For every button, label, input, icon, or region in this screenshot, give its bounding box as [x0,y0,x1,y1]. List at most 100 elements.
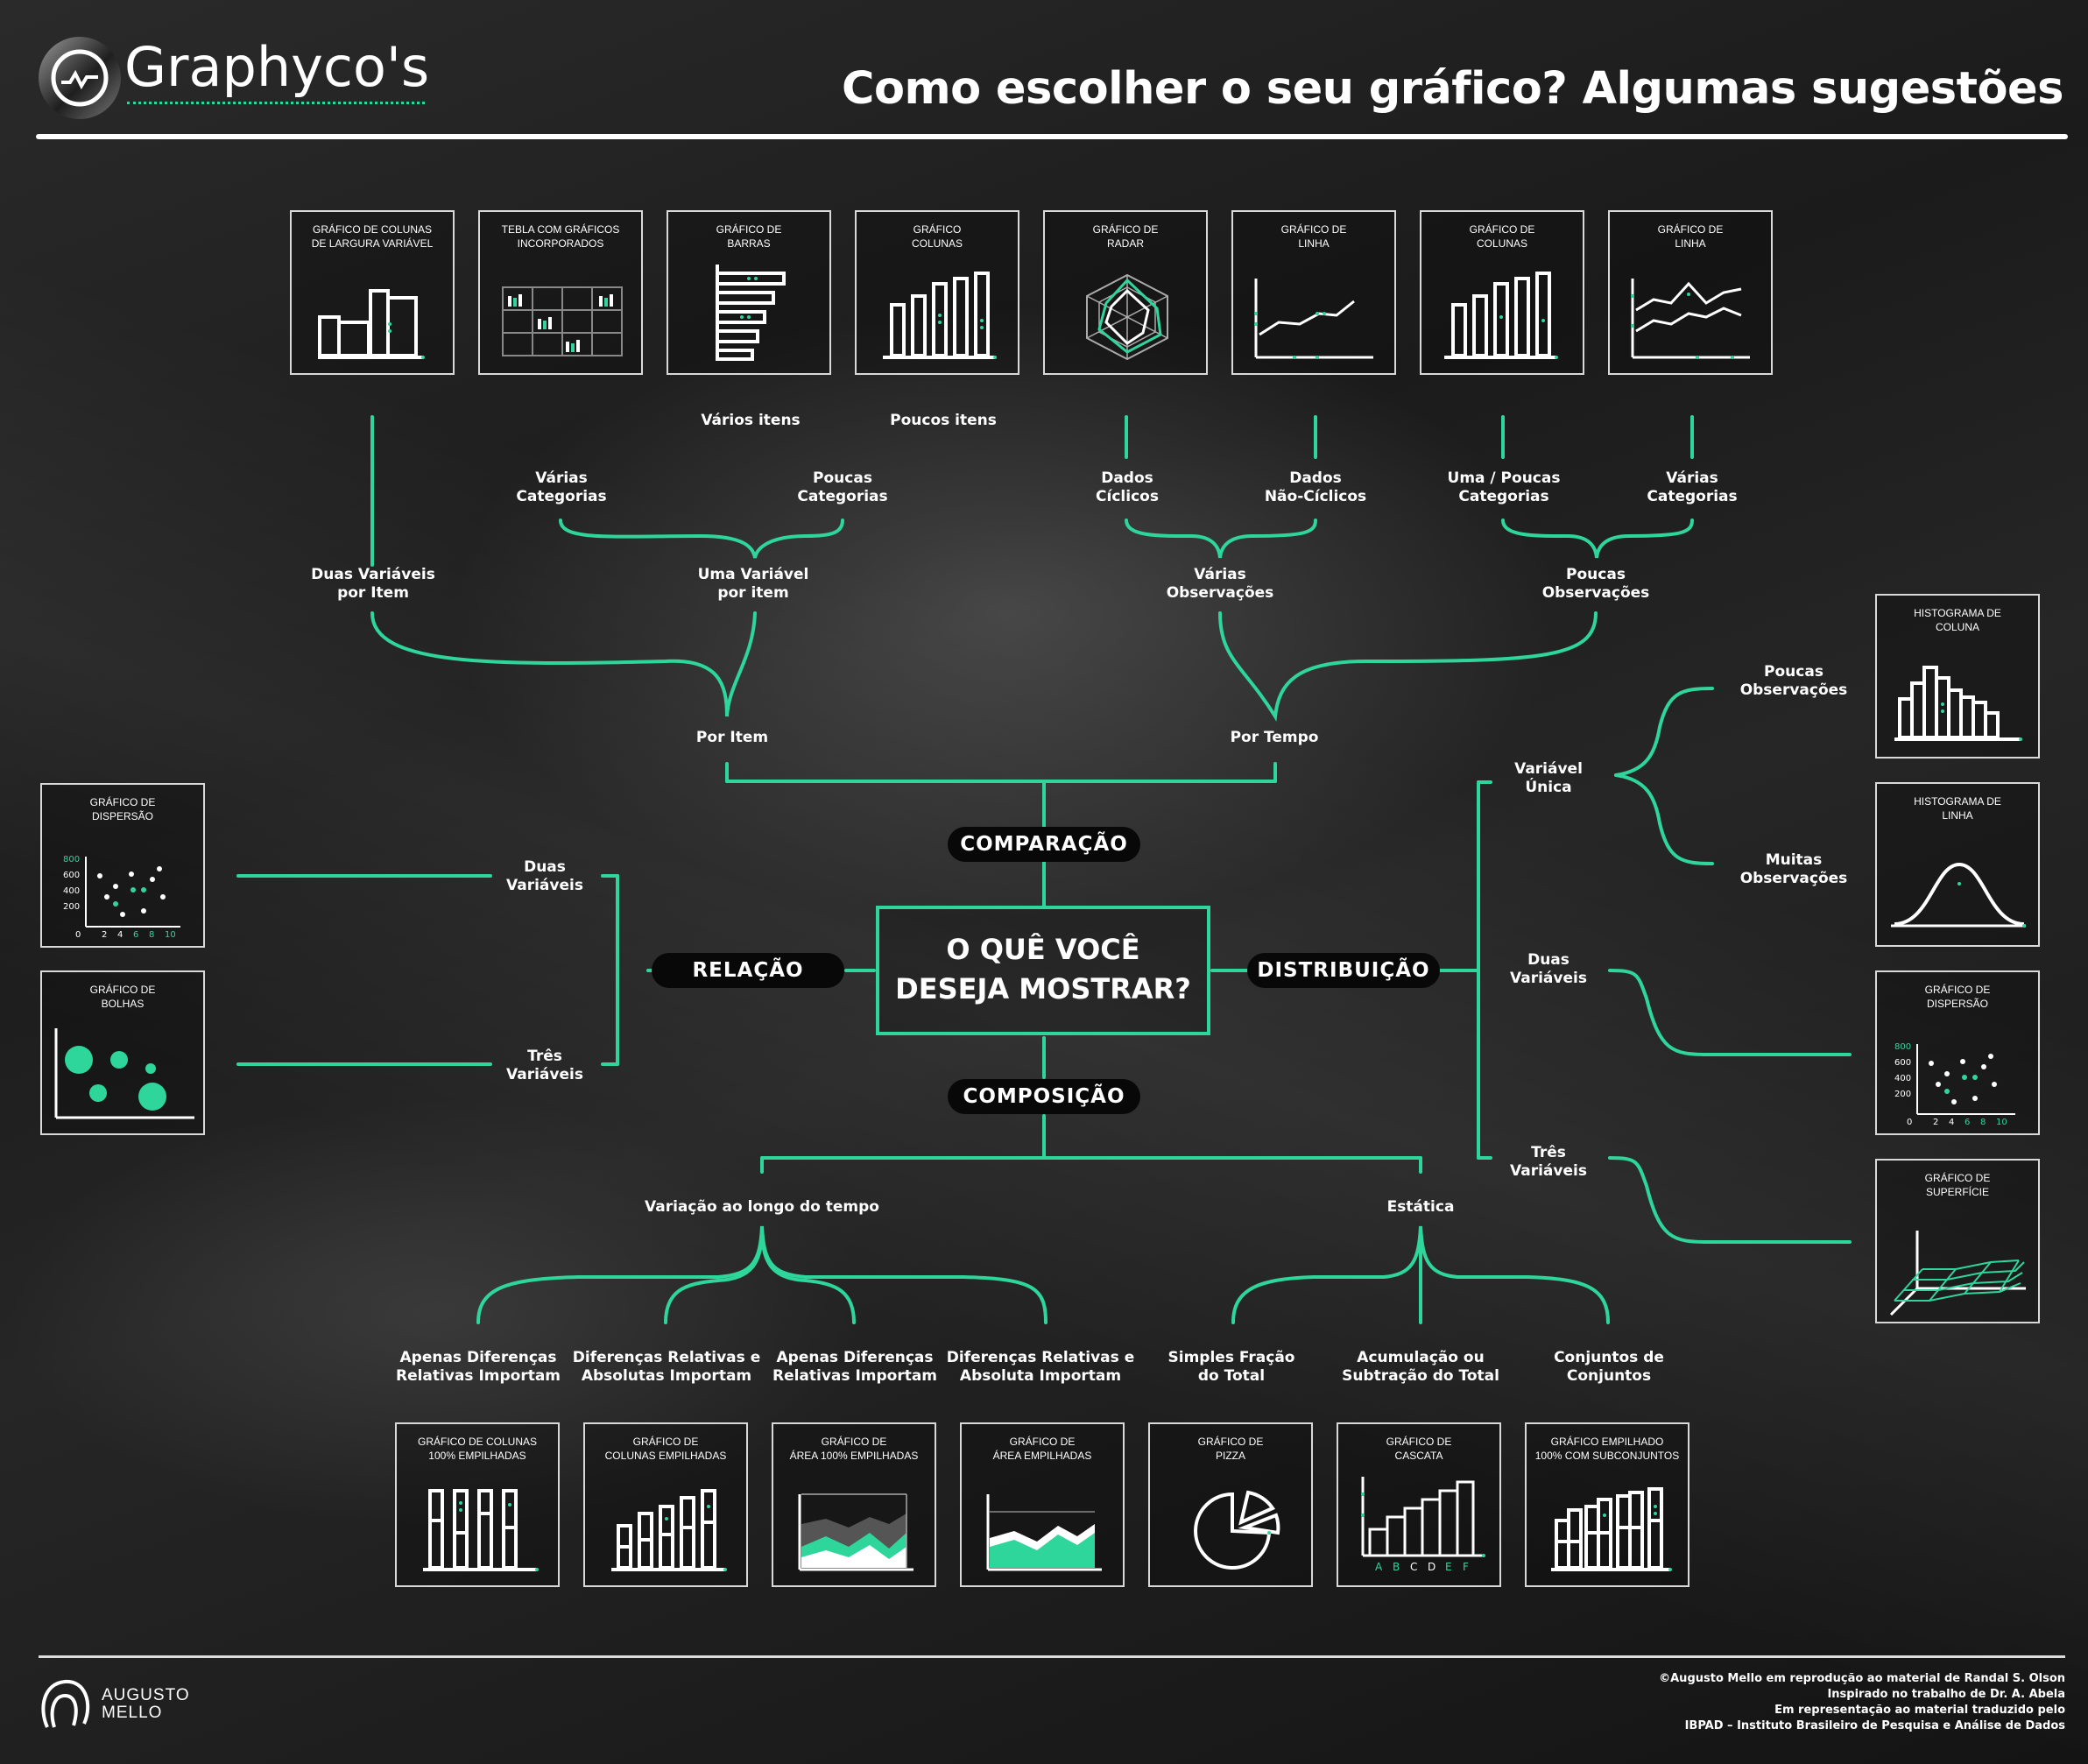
chart-card-columns[interactable]: GRÁFICO COLUNAS [855,210,1019,375]
waterfall-x-tick: E [1445,1561,1452,1573]
chart-card-title: GRÁFICO DE COLUNAS DE LARGURA VARIÁVEL [311,223,434,250]
central-question-box: O QUÊ VOCÊ DESEJA MOSTRAR? [876,906,1210,1035]
stacked-columns-icon [611,1489,727,1571]
waterfall-chart-icon [1361,1477,1485,1557]
label-varios-itens: Vários itens [701,412,801,429]
chart-card-waterfall[interactable]: GRÁFICO DE CASCATA A B C D E F [1337,1422,1501,1587]
scatter-x-tick: 8 [149,930,155,940]
label-composition-leaf: Diferenças Relativas e Absoluta Importam [946,1349,1135,1385]
brand-logo [39,37,121,119]
chart-card-title: GRÁFICO DE BARRAS [716,223,782,250]
scatter-y-tick: 400 [63,886,81,896]
chart-card-title: GRÁFICO DE LINHA [1657,223,1724,250]
pie-chart-icon [1194,1490,1280,1570]
logo-icon [51,49,109,107]
chart-card-stacked-area[interactable]: GRÁFICO DE ÁREA EMPILHADAS [960,1422,1125,1587]
label-varias-categorias: Várias Categorias [516,469,607,505]
chart-card-stacked-subsets[interactable]: GRÁFICO EMPILHADO 100% COM SUBCONJUNTOS [1525,1422,1689,1587]
page-title: Como escolher o seu gráfico? Algumas sug… [842,63,2063,115]
label-dist-duas-variaveis: Duas Variáveis [1510,951,1587,987]
chart-card-surface[interactable]: GRÁFICO DE SUPERFÍCIE [1875,1159,2040,1323]
label-por-item: Por Item [695,729,769,746]
chart-card-line-histogram[interactable]: HISTOGRAMA DE LINHA [1875,782,2040,947]
brand-underline [127,102,425,104]
label-relacao-duas-variaveis: Duas Variáveis [506,858,583,894]
scatter-y-tick: 600 [63,871,81,880]
category-comparacao[interactable]: COMPARAÇÃO [948,827,1140,862]
category-relacao[interactable]: RELAÇÃO [652,953,844,988]
chart-card-dist-scatter[interactable]: GRÁFICO DE DISPERSÃO 800 600 400 200 0 2… [1875,970,2040,1135]
scatter-x-tick: 10 [165,930,176,940]
waterfall-x-tick: D [1428,1561,1436,1573]
chart-card-title: GRÁFICO DE COLUNAS 100% EMPILHADAS [417,1436,538,1462]
label-uma-variavel-por-item: Uma Variável por item [697,566,809,602]
chart-card-title: GRÁFICO DE DISPERSÃO [89,796,156,822]
chart-card-scatter[interactable]: GRÁFICO DE DISPERSÃO 800 600 400 200 0 2… [40,783,205,948]
label-uma-poucas-categorias: Uma / Poucas Categorias [1447,469,1561,505]
scatter-y-tick: 400 [1894,1074,1912,1083]
bubble-chart-icon [54,1028,194,1119]
chart-card-100-stacked-columns[interactable]: GRÁFICO DE COLUNAS 100% EMPILHADAS [395,1422,560,1587]
footer-rule [39,1655,2065,1658]
line-chart-icon [1254,279,1373,359]
central-question: O QUÊ VOCÊ DESEJA MOSTRAR? [895,933,1191,1005]
chart-card-pie[interactable]: GRÁFICO DE PIZZA [1148,1422,1313,1587]
chart-card-multi-line[interactable]: GRÁFICO DE LINHA [1608,210,1773,375]
chart-card-title: GRÁFICO DE COLUNAS EMPILHADAS [604,1436,727,1462]
label-dados-nao-ciclicos: Dados Não-Cíclicos [1264,469,1367,505]
chart-card-line-cyclic[interactable]: GRÁFICO DE LINHA [1231,210,1396,375]
chart-card-column-histogram[interactable]: HISTOGRAMA DE COLUNA [1875,594,2040,759]
chart-card-title: GRÁFICO DE RADAR [1092,223,1159,250]
chart-card-100-stacked-area[interactable]: GRÁFICO DE ÁREA 100% EMPILHADAS [772,1422,936,1587]
chart-card-radar[interactable]: GRÁFICO DE RADAR [1043,210,1208,375]
columns-icon [883,272,997,359]
radar-icon [1086,273,1168,361]
scatter-x-tick: 6 [1965,1118,1971,1127]
chart-card-title: GRÁFICO DE BOLHAS [89,984,156,1010]
author-name-line1: AUGUSTO [102,1686,190,1704]
scatter-y-tick: 800 [63,855,81,864]
scatter-y-tick: 800 [1894,1042,1912,1052]
label-varias-observacoes: Várias Observações [1166,566,1274,602]
label-composition-leaf: Apenas Diferenças Relativas Importam [772,1349,938,1385]
scatter-y-tick: 600 [1894,1058,1912,1068]
label-composition-leaf: Apenas Diferenças Relativas Importam [395,1349,561,1385]
label-varias-categorias-2: Várias Categorias [1647,469,1738,505]
category-composicao[interactable]: COMPOSIÇÃO [948,1079,1140,1114]
chart-card-title: GRÁFICO EMPILHADO 100% COM SUBCONJUNTOS [1534,1436,1680,1462]
scatter-y-tick: 200 [1894,1090,1912,1099]
scatter-x-tick: 2 [102,930,108,940]
label-variacao-tempo: Variação ao longo do tempo [645,1198,879,1216]
bell-curve-icon [1891,862,2026,928]
scatter-x-tick: 4 [1949,1118,1955,1127]
chart-card-variable-width-columns[interactable]: GRÁFICO DE COLUNAS DE LARGURA VARIÁVEL [290,210,455,375]
label-por-tempo: Por Tempo [1230,729,1319,746]
surface-chart-icon [1889,1231,2026,1316]
chart-card-title: HISTOGRAMA DE LINHA [1914,795,2001,822]
stacked-area-icon [986,1494,1102,1571]
waterfall-x-tick: F [1463,1561,1469,1573]
chart-card-title: GRÁFICO DE SUPERFÍCIE [1924,1172,1991,1198]
scatter-x-tick: 10 [1996,1118,2007,1127]
multi-line-chart-icon [1631,279,1750,359]
stacked-area-100-icon [798,1493,914,1571]
chart-card-bubbles[interactable]: GRÁFICO DE BOLHAS [40,970,205,1135]
chart-card-columns-categories[interactable]: GRÁFICO DE COLUNAS [1420,210,1584,375]
scatter-x-tick: 2 [1933,1118,1939,1127]
waterfall-x-tick: C [1410,1561,1418,1573]
chart-card-bars[interactable]: GRÁFICO DE BARRAS [667,210,831,375]
chart-card-stacked-columns[interactable]: GRÁFICO DE COLUNAS EMPILHADAS [583,1422,748,1587]
chart-card-title: GRÁFICO DE ÁREA 100% EMPILHADAS [789,1436,919,1462]
label-poucas-categorias: Poucas Categorias [797,469,888,505]
scatter-x-tick: 4 [117,930,123,940]
chart-card-table-with-charts[interactable]: TEBLA COM GRÁFICOS INCORPORADOS [478,210,643,375]
label-dist-muitas-observacoes: Muitas Observações [1739,851,1848,887]
scatter-y-tick: 200 [63,902,81,912]
category-distribuicao[interactable]: DISTRIBUIÇÃO [1247,953,1440,988]
chart-card-title: GRÁFICO DE CASCATA [1386,1436,1452,1462]
brand-name: Graphyco's [124,35,430,99]
label-composition-leaf: Simples Fração do Total [1167,1349,1295,1385]
waterfall-x-tick: A [1375,1561,1383,1573]
label-poucas-observacoes: Poucas Observações [1541,566,1650,602]
scatter-x-tick: 0 [1907,1118,1913,1127]
